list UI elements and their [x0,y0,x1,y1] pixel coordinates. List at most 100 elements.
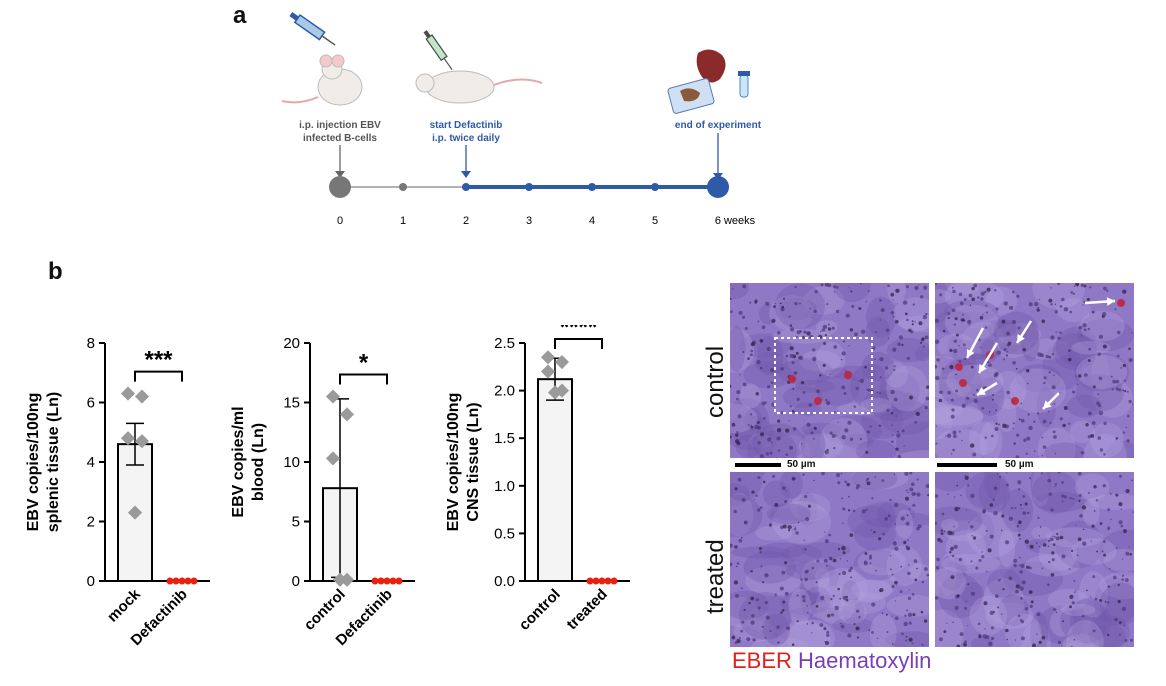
nucleus [892,541,897,546]
nucleus [759,454,764,458]
nucleus [868,629,871,632]
nucleus [939,390,943,395]
tissue-texture [915,346,929,362]
tissue-texture [1066,620,1104,647]
nucleus [1019,503,1022,506]
nucleus [1132,403,1134,406]
nucleus [906,318,909,322]
nucleus [1123,529,1127,534]
nucleus [907,491,910,494]
nucleus [1090,435,1093,437]
nucleus [946,433,952,438]
nucleus [925,312,928,316]
eber-signal [1117,299,1125,307]
nucleus [924,405,928,410]
nucleus [841,497,843,500]
tissue-texture [935,310,973,335]
tissue-texture [747,430,797,458]
nucleus [958,344,960,347]
tissue-texture [1090,422,1124,458]
nucleus [981,551,983,553]
nucleus [835,309,840,314]
nucleus [993,486,998,491]
nucleus [895,447,899,451]
tissue-texture [1009,368,1067,413]
nucleus [765,615,770,620]
nucleus [951,408,955,412]
nucleus [905,639,908,642]
nucleus [1006,472,1008,474]
nucleus [1024,502,1028,506]
nucleus [866,481,871,486]
nucleus [825,400,831,406]
micrograph-image [935,472,1134,647]
nucleus [1082,541,1087,546]
nucleus [982,634,987,639]
tissue-texture [908,563,929,581]
tissue-texture [969,595,1008,635]
nucleus [1025,452,1028,455]
spleen-icon [696,49,726,83]
data-point [592,577,600,585]
nucleus [736,390,741,395]
nucleus [1092,575,1096,579]
y-axis-label: CNS tissue (Ln) [465,402,482,521]
tissue-texture [794,379,836,393]
nucleus [1067,357,1072,362]
nucleus [841,351,846,356]
nucleus [864,552,868,555]
tissue-texture [941,554,1001,574]
tissue-texture [935,401,953,440]
nucleus [1115,493,1119,497]
nucleus [1052,543,1056,546]
nucleus [1042,419,1047,424]
nucleus [1083,373,1088,377]
nucleus [909,487,914,492]
data-point [166,577,174,585]
nucleus [1014,507,1017,510]
tissue-texture [816,341,846,377]
nucleus [961,403,966,408]
nucleus [956,594,960,598]
nucleus [1107,601,1110,604]
nucleus [980,291,985,296]
micrograph-control-overview [730,283,929,458]
nucleus [910,482,915,487]
tissue-texture [1047,588,1089,611]
nucleus [1117,583,1120,587]
data-point [339,407,355,422]
tissue-texture [1069,420,1095,444]
eber-signal [955,363,963,371]
nucleus [843,392,847,395]
nucleus [750,349,754,353]
nucleus [830,598,833,601]
data-point [586,577,594,585]
y-tick-label: 2.0 [494,383,515,400]
nucleus [828,323,830,326]
data-point [134,389,150,404]
nucleus [1011,320,1017,325]
tissue-texture [801,559,830,593]
nucleus [916,492,921,497]
nucleus [774,302,776,305]
nucleus [955,333,959,337]
nucleus [1053,608,1056,611]
nucleus [1063,307,1069,312]
nucleus [1018,520,1022,525]
nucleus [947,316,950,320]
nucleus [824,283,829,287]
nucleus [855,387,859,391]
nucleus [1028,425,1033,431]
nucleus [926,573,929,577]
nucleus [1034,301,1039,307]
nucleus [1122,289,1127,294]
nucleus [958,430,961,433]
nucleus [834,605,839,611]
nucleus [916,526,920,531]
nucleus [938,637,943,642]
nucleus [1128,546,1130,548]
nucleus [736,638,741,644]
tissue-texture [996,398,1017,433]
data-point [540,364,556,379]
nucleus [1115,436,1119,440]
